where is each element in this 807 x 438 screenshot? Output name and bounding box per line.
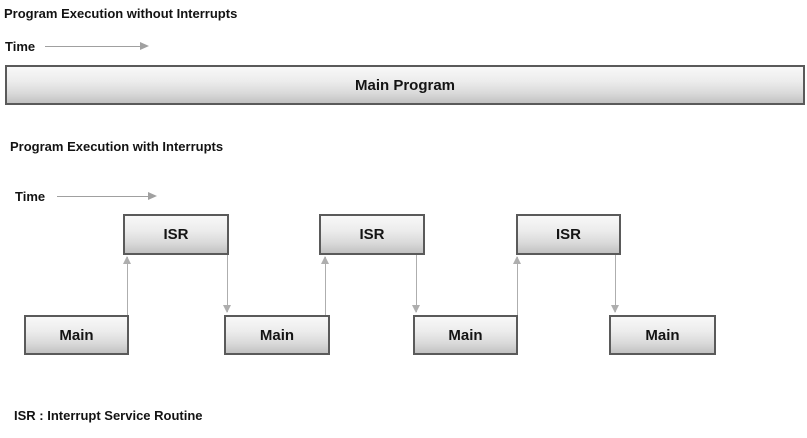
interrupt-down-arrow-icon: [412, 255, 420, 313]
main-box-label: Main: [59, 326, 94, 344]
section-with-title: Program Execution with Interrupts: [10, 139, 224, 154]
interrupt-up-arrow-icon: [321, 256, 329, 315]
interrupt-down-arrow-icon: [223, 255, 231, 313]
isr-box-label: ISR: [359, 226, 385, 243]
isr-box-label: ISR: [555, 226, 581, 243]
main-box-label: Main: [259, 326, 295, 344]
main-box-2: Main: [224, 315, 330, 355]
isr-box-3: ISR: [516, 214, 621, 255]
interrupt-down-arrow-icon: [611, 255, 619, 313]
main-program-label: Main Program: [354, 76, 456, 94]
time-arrow-icon: [45, 42, 149, 50]
time-arrow-icon: [57, 192, 157, 200]
main-box-3: Main: [413, 315, 518, 355]
main-box-1: Main: [24, 315, 129, 355]
time-label-without: Time: [5, 39, 36, 54]
interrupt-up-arrow-icon: [513, 256, 521, 315]
time-label-with: Time: [15, 189, 46, 204]
main-program-box: Main Program: [5, 65, 805, 105]
main-box-label: Main: [448, 326, 483, 344]
isr-legend: ISR : Interrupt Service Routine: [14, 408, 203, 423]
section-without-title: Program Execution without Interrupts: [4, 6, 238, 21]
isr-box-2: ISR: [319, 214, 425, 255]
isr-box-label: ISR: [163, 226, 189, 243]
main-box-label: Main: [645, 326, 680, 344]
interrupt-up-arrow-icon: [123, 256, 131, 315]
main-box-4: Main: [609, 315, 716, 355]
isr-box-1: ISR: [123, 214, 229, 255]
